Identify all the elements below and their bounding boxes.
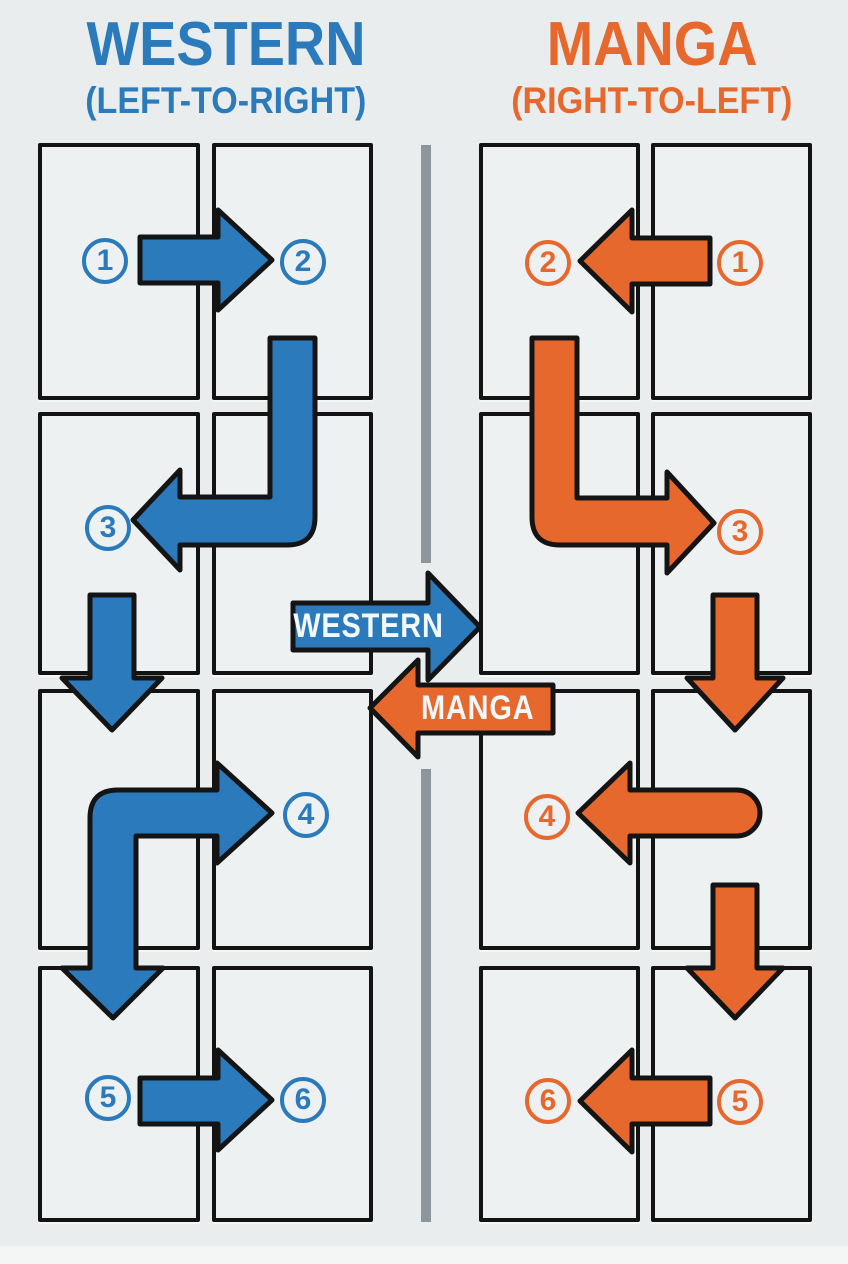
center-divider-bottom (421, 769, 431, 1222)
western-subtitle: (LEFT-TO-RIGHT) (85, 80, 367, 121)
manga-panel-r3c2 (651, 689, 812, 950)
manga-panel-number-1: 1 (717, 240, 763, 286)
center-divider-top (421, 145, 431, 563)
manga-header: MANGA (RIGHT-TO-LEFT) (462, 10, 842, 121)
manga-title: MANGA (546, 10, 758, 79)
manga-subtitle: (RIGHT-TO-LEFT) (511, 80, 793, 121)
western-title: WESTERN (86, 10, 366, 79)
manga-panel-number-6: 6 (525, 1078, 571, 1124)
manga-panel-number-3: 3 (717, 509, 763, 555)
western-panel-number-6: 6 (280, 1077, 326, 1123)
manga-panel-number-2: 2 (525, 240, 571, 286)
manga-panel-number-5: 5 (717, 1079, 763, 1125)
western-panel-number-1: 1 (82, 238, 128, 284)
bottom-band (0, 1246, 848, 1264)
western-header: WESTERN (LEFT-TO-RIGHT) (36, 10, 416, 121)
manga-panel-number-4: 4 (524, 794, 570, 840)
western-panel-number-2: 2 (280, 239, 326, 285)
western-panel-number-5: 5 (85, 1075, 131, 1121)
western-panel-r3c1 (38, 689, 200, 950)
manga-direction-label: MANGA (421, 689, 535, 727)
western-panel-number-3: 3 (85, 505, 131, 551)
western-panel-number-4: 4 (283, 792, 329, 838)
manga-panel-r2c1 (479, 412, 640, 675)
western-direction-label: WESTERN (292, 606, 444, 645)
